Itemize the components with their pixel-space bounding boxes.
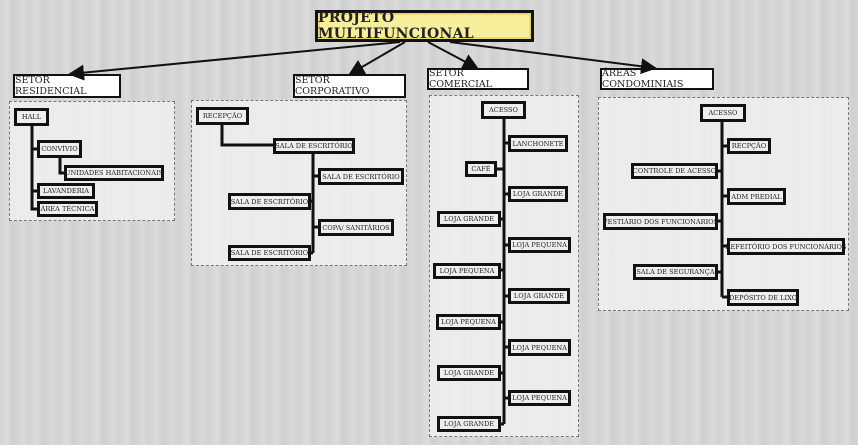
arrow-condominiais	[449, 41, 657, 75]
node-loja-pequena: LOJA PEQUENA	[508, 390, 571, 406]
node-loja-grande: LOJA GRANDE	[437, 416, 501, 432]
sector-corporativo: SETOR CORPORATIVO	[293, 74, 406, 98]
node-loja-pequena: LOJA PEQUENA	[508, 339, 571, 356]
node-cafe: CAFÉ	[465, 161, 497, 177]
node-controle-de-acesso: CONTROLE DE ACESSO	[631, 163, 718, 179]
node-sala-escritorio: SALA DE ESCRITÓRIO	[228, 193, 311, 210]
node-sala-escritorio: SALA DE ESCRITÓRIO	[273, 138, 355, 154]
node-sala-escritorio: SALA DE ESCRITÓRIO	[228, 245, 311, 261]
node-loja-grande: LOJA GRANDE	[508, 288, 570, 304]
node-recepcao: RECEPÇÃO	[196, 107, 249, 125]
arrow-corporativo	[348, 41, 406, 76]
node-hall: HALL	[14, 108, 49, 126]
node-adm-predial: ADM PREDIAL	[727, 188, 786, 205]
node-deposito-de-lixo: DEPÓSITO DE LIXO	[727, 289, 799, 306]
node-lavanderia: LAVANDERIA	[37, 183, 95, 199]
node-acesso: ACESSO	[700, 104, 746, 122]
node-acesso: ACESSO	[481, 101, 526, 119]
node-loja-grande: LOJA GRANDE	[437, 365, 501, 381]
sector-residencial: SETOR RESIDENCIAL	[13, 74, 121, 98]
sector-comercial: SETOR COMERCIAL	[427, 68, 529, 90]
node-loja-grande: LOJA GRANDE	[508, 186, 568, 202]
diagram-title: PROJETO MULTIFUNCIONAL	[315, 10, 534, 42]
node-refeitorio: REFEITÓRIO DOS FUNCIONÁRIOS	[726, 238, 846, 255]
node-convivio: CONVÍVIO	[37, 140, 82, 158]
node-loja-pequena: LOJA PEQUENA	[433, 263, 501, 279]
arrow-comercial	[427, 41, 479, 69]
node-loja-pequena: LOJA PEQUENA	[508, 237, 571, 253]
arrow-residencial	[68, 41, 401, 81]
node-loja-pequena: LOJA PEQUENA	[436, 314, 501, 330]
node-loja-grande: LOJA GRANDE	[437, 211, 501, 227]
node-sala-escritorio: SALA DE ESCRITÓRIO	[318, 168, 404, 185]
node-vestiario: VESTIÁRIO DOS FUNCIONARIOS	[603, 213, 718, 230]
node-lanchonete: LANCHONETE	[508, 135, 568, 152]
node-sala-de-seguranca: SALA DE SEGURANÇA	[633, 264, 718, 280]
node-unidades-habitacionais: UNIDADES HABITACIONAIS	[64, 165, 164, 181]
sector-areas-condominiais: ÁREAS CONDOMINIAIS	[600, 68, 714, 90]
node-copa-sanitarios: COPA/ SANITÁRIOS	[318, 219, 394, 236]
node-area-tecnica: ÁREA TÉCNICA	[37, 201, 98, 217]
node-recepcao: RECPÇÃO	[727, 138, 771, 154]
